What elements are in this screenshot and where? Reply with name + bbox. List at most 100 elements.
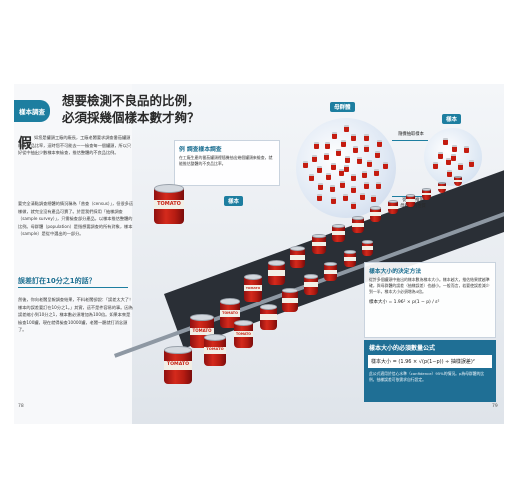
- mini-can: [382, 161, 388, 169]
- method-callout: 樣本大小的決定方法 從許多個罐頭中抽出的樣本數為樣本大小。樣本越大，推估結果就越…: [364, 262, 496, 338]
- tomato-can: TOMATO: [204, 334, 226, 366]
- mini-can: [437, 151, 443, 159]
- mini-can: [303, 161, 309, 169]
- tomato-can: [352, 216, 364, 233]
- can-label: TOMATO: [166, 361, 190, 367]
- question-heading: 誤差訂在10分之1的話？: [18, 277, 96, 285]
- example-text: 在工廠生產的番茄罐頭裡隨機抽出幾個罐頭來檢查，就能推估整體的不良品比率。: [179, 155, 273, 167]
- tomato-can: [260, 304, 277, 330]
- method-formula: 樣本大小 = 1.96² × p(1 − p) / ε²: [369, 299, 491, 305]
- mini-can: [360, 193, 366, 201]
- mini-can: [330, 162, 336, 170]
- tomato-can: [324, 262, 337, 281]
- sample-label: 樣本: [224, 196, 244, 206]
- census-paragraph: 要完全清點調查總體的情況稱為「普查（census）」，但很多這樣做，就完全沒有產…: [18, 201, 134, 237]
- page-title: 想要檢測不良品的比例， 必須採幾個樣本數才夠？: [62, 92, 282, 126]
- mini-can: [468, 160, 474, 168]
- drop-cap: 假: [18, 136, 32, 152]
- mini-can: [312, 155, 318, 162]
- tomato-can: [290, 246, 305, 268]
- mini-can: [356, 157, 362, 165]
- mini-can: [451, 154, 456, 161]
- can-label: TOMATO: [222, 310, 238, 315]
- formula-label: 樣本大小: [371, 359, 392, 365]
- mini-can: [432, 161, 438, 169]
- tomato-can: TOMATO: [244, 274, 262, 302]
- mini-can: [363, 145, 369, 153]
- tomato-can: [388, 200, 398, 214]
- tomato-can: [304, 274, 318, 295]
- mini-can: [325, 172, 331, 180]
- method-heading: 樣本大小的決定方法: [369, 269, 422, 275]
- tomato-can: TOMATO: [164, 346, 192, 384]
- random-arrow: [392, 140, 428, 141]
- tomato-can: [438, 182, 446, 193]
- example-heading: 例 調查樣本調查: [179, 147, 222, 153]
- mini-can: [324, 153, 330, 161]
- mini-can: [451, 144, 457, 152]
- intro-paragraph: 如您是罐頭工廠的廠長，工廠老闆要求調查番茄罐頭的不良品比率，這時您不可能去一一檢…: [18, 135, 132, 156]
- mini-can: [463, 146, 469, 154]
- method-text: 從許多個罐頭中抽出的樣本數為樣本大小。樣本越大，推估結果就越準確，與母群體的誤差…: [369, 277, 490, 295]
- mini-can: [352, 145, 358, 153]
- tomato-can: TOMATO: [154, 184, 184, 224]
- example-callout: 例 調查樣本調查 在工廠生產的番茄罐頭裡隨機抽出幾個罐頭來檢查，就能推估整體的不…: [174, 140, 280, 186]
- tomato-can: [332, 224, 345, 242]
- mini-can: [458, 163, 463, 171]
- mini-can: [361, 171, 367, 179]
- mini-can: [330, 196, 336, 204]
- title-line-2: 必須採幾個樣本數才夠？: [62, 110, 200, 125]
- mini-can: [350, 201, 356, 209]
- mini-can: [339, 180, 345, 188]
- mini-can: [316, 166, 322, 174]
- mini-can: [367, 159, 373, 167]
- tomato-can: [370, 206, 381, 222]
- can-label: TOMATO: [192, 328, 212, 334]
- mini-can: [313, 141, 319, 149]
- mini-can: [344, 165, 349, 172]
- mini-can: [340, 139, 346, 147]
- sample-bubble-label: 樣本: [442, 114, 462, 124]
- method-formula-label: 樣本大小: [369, 299, 387, 305]
- formula-expr: = (1.96 × √(p(1−p)) ÷ 抽樣誤差)²: [392, 359, 475, 365]
- mini-can: [329, 185, 335, 193]
- tomato-can: [268, 260, 285, 285]
- page-number-right: 79: [492, 404, 498, 409]
- mini-can: [374, 150, 380, 158]
- section-tag: 樣本調查: [14, 100, 50, 122]
- mini-can: [308, 174, 314, 182]
- sample-bubble: [424, 128, 482, 186]
- formula-note: 此公式適用於信心水準（confidence）95%的情況。p為母群體的比例，抽樣…: [369, 371, 485, 382]
- can-label: TOMATO: [157, 200, 181, 207]
- mini-can: [350, 186, 356, 193]
- mini-can: [371, 194, 377, 202]
- book-spread: 樣本調查 想要檢測不良品的比例， 必須採幾個樣本數才夠？ 假 如您是罐頭工廠的廠…: [14, 84, 504, 424]
- heading-rule: [18, 287, 128, 288]
- mini-can: [317, 193, 323, 201]
- can-label: TOMATO: [206, 347, 224, 352]
- mini-can: [374, 168, 380, 176]
- tomato-can: [312, 234, 326, 254]
- tomato-can: [362, 240, 373, 256]
- error-paragraph: 然後，你向老闆呈報調查結果，不料老闆卻說：「誤差太大了！樣本的誤差要訂在10分之…: [18, 297, 134, 333]
- can-label: TOMATO: [245, 285, 261, 290]
- tomato-can: [344, 250, 356, 267]
- tomato-can: [282, 288, 298, 312]
- mini-can: [446, 169, 452, 177]
- mini-can: [442, 138, 448, 146]
- can-label: TOMATO: [235, 331, 251, 336]
- method-formula-expr: = 1.96² × p(1 − p) / ε²: [388, 299, 440, 305]
- mini-can: [376, 139, 382, 147]
- tomato-can: TOMATO: [234, 320, 253, 348]
- mini-can: [318, 182, 324, 190]
- tomato-can: [422, 188, 431, 200]
- formula-box: 樣本大小 = (1.96 × √(p(1−p)) ÷ 抽樣誤差)²: [368, 355, 492, 368]
- mini-can: [339, 169, 345, 177]
- population-label: 母群體: [330, 102, 355, 112]
- title-line-1: 想要檢測不良品的比例，: [62, 93, 200, 108]
- mini-can: [335, 149, 341, 157]
- mini-can: [446, 158, 452, 166]
- mini-can: [350, 133, 356, 141]
- formula-callout: 樣本大小的必須數量公式 樣本大小 = (1.96 × √(p(1−p)) ÷ 抽…: [364, 340, 496, 402]
- mini-can: [375, 181, 381, 189]
